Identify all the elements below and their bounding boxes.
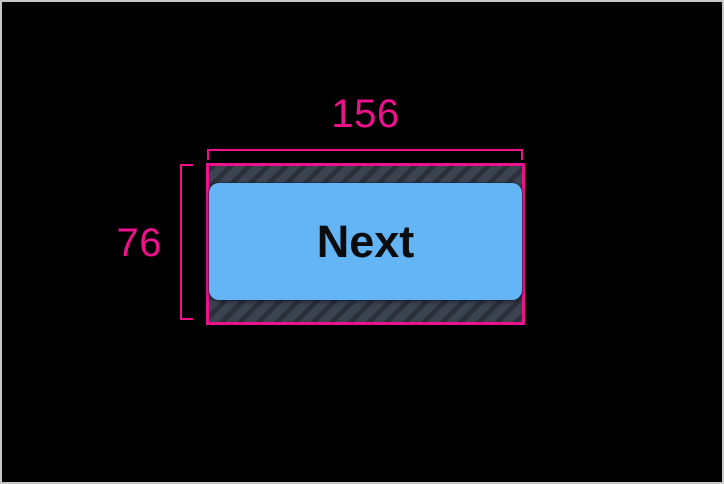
touch-target-bounds: Next [206,163,525,325]
width-dimension-label: 156 [331,92,400,136]
width-dimension-line [207,149,523,160]
height-dimension-bracket [180,164,193,320]
next-button-label: Next [316,216,415,267]
next-button[interactable]: Next [209,183,522,300]
height-dimension-label: 76 [116,221,162,265]
